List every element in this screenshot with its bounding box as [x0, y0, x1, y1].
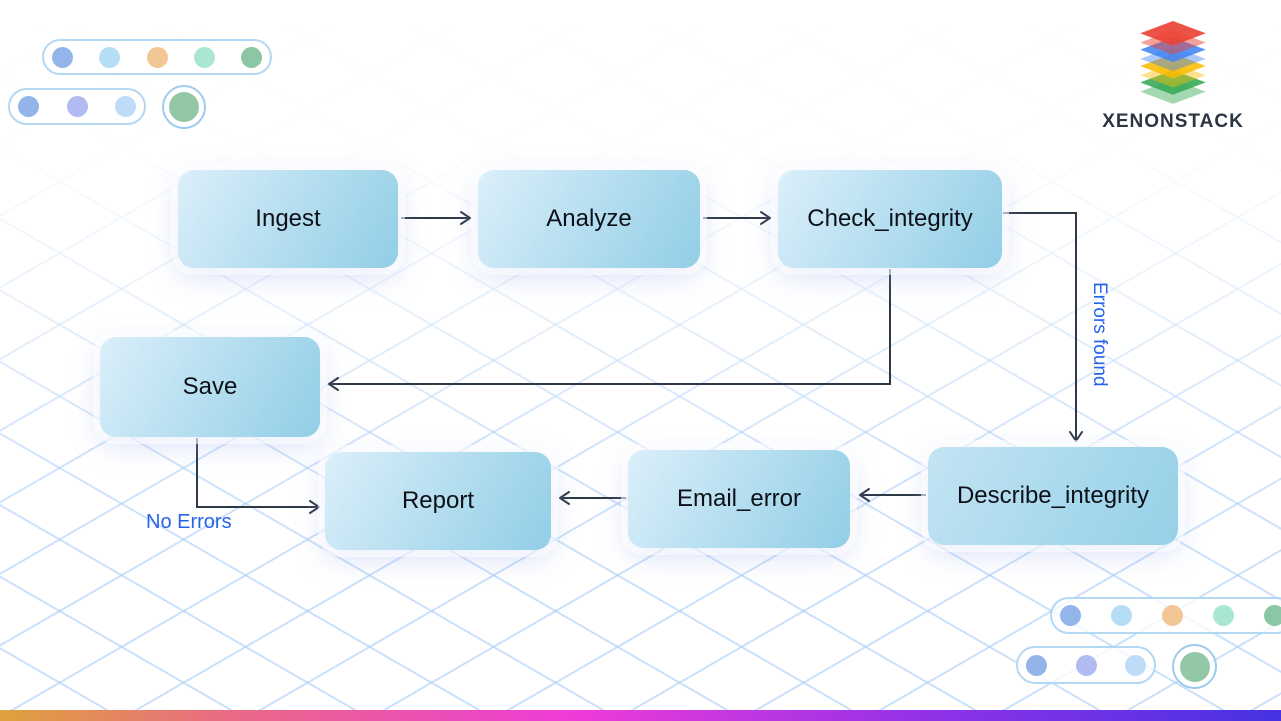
decor-dot: [1179, 651, 1210, 682]
decor-dot: [1026, 654, 1047, 676]
node-report: Report: [325, 452, 551, 550]
node-save-label: Save: [182, 373, 238, 400]
decor-dot-pill: [8, 88, 146, 125]
decor-dot: [115, 96, 136, 117]
decor-dot: [169, 92, 199, 122]
decor-dot-ring: [162, 85, 206, 129]
decor-dot: [1075, 654, 1097, 676]
decor-dot: [52, 46, 73, 68]
decor-dot: [18, 96, 39, 117]
node-describe-integrity: Describe_integrity: [928, 447, 1178, 545]
decor-dot-pill: [1050, 597, 1281, 634]
node-ingest-label: Ingest: [255, 205, 321, 232]
decor-dot-pill: [1016, 646, 1156, 684]
xenonstack-logo: XENONSTACK: [1095, 20, 1251, 133]
xenonstack-logo-text: XENONSTACK: [1102, 111, 1244, 132]
decor-dot-pill: [42, 39, 272, 75]
decor-dot-ring: [1172, 644, 1217, 689]
node-report-label: Report: [401, 487, 475, 514]
node-email-error: Email_error: [628, 450, 850, 548]
edge-label-no-errors: No Errors: [146, 511, 232, 533]
node-analyze: Analyze: [478, 170, 700, 268]
decor-dot: [1060, 605, 1081, 626]
node-ingest: Ingest: [178, 170, 398, 268]
node-email-error-label: Email_error: [676, 485, 802, 512]
node-save: Save: [100, 337, 320, 437]
arrow-check-integrity-to-save: [328, 269, 891, 391]
arrow-save-to-report: [196, 438, 320, 514]
decor-dot: [146, 46, 168, 68]
decor-dot: [99, 46, 121, 68]
stack-layers-icon: [1140, 21, 1206, 104]
decor-dot: [1162, 605, 1183, 626]
footer-gradient-bar: [0, 710, 1281, 721]
arrow-check-integrity-to-describe-integrity: [1003, 212, 1083, 442]
decor-dot: [193, 46, 215, 68]
node-analyze-label: Analyze: [546, 205, 632, 232]
decor-dot: [1213, 605, 1234, 626]
decor-dot: [1111, 605, 1132, 626]
node-check-integrity: Check_integrity: [778, 170, 1002, 268]
edge-label-errors-found: Errors found: [1089, 282, 1110, 387]
decor-dot: [1125, 654, 1146, 676]
decor-dot: [241, 46, 262, 68]
node-describe-integrity-label: Describe_integrity: [956, 482, 1150, 509]
node-check-integrity-label: Check_integrity: [807, 205, 973, 232]
decor-dot: [66, 96, 88, 117]
decor-dot: [1264, 605, 1281, 626]
